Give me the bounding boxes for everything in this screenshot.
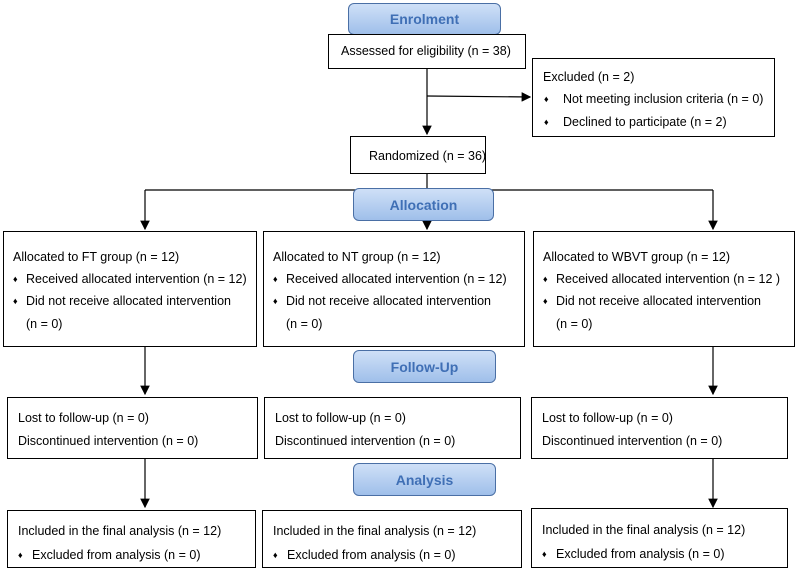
followup-lost: Lost to follow-up (n = 0) (18, 411, 149, 425)
followup-nt-box: Lost to follow-up (n = 0) Discontinued i… (264, 397, 521, 459)
randomized-box: Randomized (n = 36) (350, 136, 486, 174)
followup-discontinued: Discontinued intervention (n = 0) (275, 434, 456, 448)
allocated-not-received: Did not receive allocated intervention (556, 294, 761, 308)
excluded-box: Excluded (n = 2) ♦ Not meeting inclusion… (532, 58, 775, 137)
bullet-icon: ♦ (543, 296, 548, 306)
allocated-not-received-n: (n = 0) (286, 317, 323, 331)
analysis-excluded: Excluded from analysis (n = 0) (556, 547, 725, 561)
stage-enrolment: Enrolment (348, 3, 501, 35)
analysis-wbvt-box: Included in the final analysis (n = 12) … (531, 508, 788, 568)
followup-lost: Lost to follow-up (n = 0) (542, 411, 673, 425)
allocated-not-received-n: (n = 0) (26, 317, 63, 331)
analysis-excluded: Excluded from analysis (n = 0) (32, 548, 201, 562)
allocated-not-received: Did not receive allocated intervention (26, 294, 231, 308)
stage-followup: Follow-Up (353, 350, 496, 383)
allocated-title: Allocated to FT group (n = 12) (13, 250, 180, 264)
stage-allocation: Allocation (353, 188, 494, 221)
randomized-text: Randomized (n = 36) (369, 149, 487, 163)
excluded-title: Excluded (n = 2) (543, 70, 635, 84)
followup-wbvt-box: Lost to follow-up (n = 0) Discontinued i… (531, 397, 788, 459)
allocated-received: Received allocated intervention (n = 12) (26, 272, 247, 286)
allocated-received: Received allocated intervention (n = 12) (286, 272, 507, 286)
bullet-icon: ♦ (13, 274, 18, 284)
allocated-title: Allocated to NT group (n = 12) (273, 250, 441, 264)
allocated-not-received: Did not receive allocated intervention (286, 294, 491, 308)
allocated-not-received-n: (n = 0) (556, 317, 593, 331)
bullet-icon: ♦ (544, 117, 549, 127)
stage-analysis: Analysis (353, 463, 496, 496)
analysis-included: Included in the final analysis (n = 12) (18, 524, 222, 538)
followup-ft-box: Lost to follow-up (n = 0) Discontinued i… (7, 397, 258, 459)
analysis-included: Included in the final analysis (n = 12) (542, 523, 746, 537)
followup-discontinued: Discontinued intervention (n = 0) (18, 434, 199, 448)
assessed-box: Assessed for eligibility (n = 38) (328, 34, 526, 69)
arrow-to-excluded (426, 92, 532, 102)
analysis-excluded: Excluded from analysis (n = 0) (287, 548, 456, 562)
excluded-item: Declined to participate (n = 2) (563, 115, 727, 129)
bullet-icon: ♦ (18, 550, 23, 560)
allocated-received: Received allocated intervention (n = 12 … (556, 272, 781, 286)
allocated-ft-box: Allocated to FT group (n = 12) ♦ Receive… (3, 231, 257, 347)
allocated-wbvt-box: Allocated to WBVT group (n = 12) ♦ Recei… (533, 231, 795, 347)
excluded-item: Not meeting inclusion criteria (n = 0) (563, 92, 764, 106)
bullet-icon: ♦ (542, 549, 547, 559)
followup-discontinued: Discontinued intervention (n = 0) (542, 434, 723, 448)
analysis-included: Included in the final analysis (n = 12) (273, 524, 477, 538)
bullet-icon: ♦ (13, 296, 18, 306)
analysis-ft-box: Included in the final analysis (n = 12) … (7, 510, 256, 568)
bullet-icon: ♦ (544, 94, 549, 104)
assessed-text: Assessed for eligibility (n = 38) (341, 44, 511, 58)
bullet-icon: ♦ (273, 296, 278, 306)
allocated-nt-box: Allocated to NT group (n = 12) ♦ Receive… (263, 231, 525, 347)
allocated-title: Allocated to WBVT group (n = 12) (543, 250, 731, 264)
analysis-nt-box: Included in the final analysis (n = 12) … (262, 510, 522, 568)
bullet-icon: ♦ (273, 274, 278, 284)
followup-lost: Lost to follow-up (n = 0) (275, 411, 406, 425)
bullet-icon: ♦ (543, 274, 548, 284)
bullet-icon: ♦ (273, 550, 278, 560)
